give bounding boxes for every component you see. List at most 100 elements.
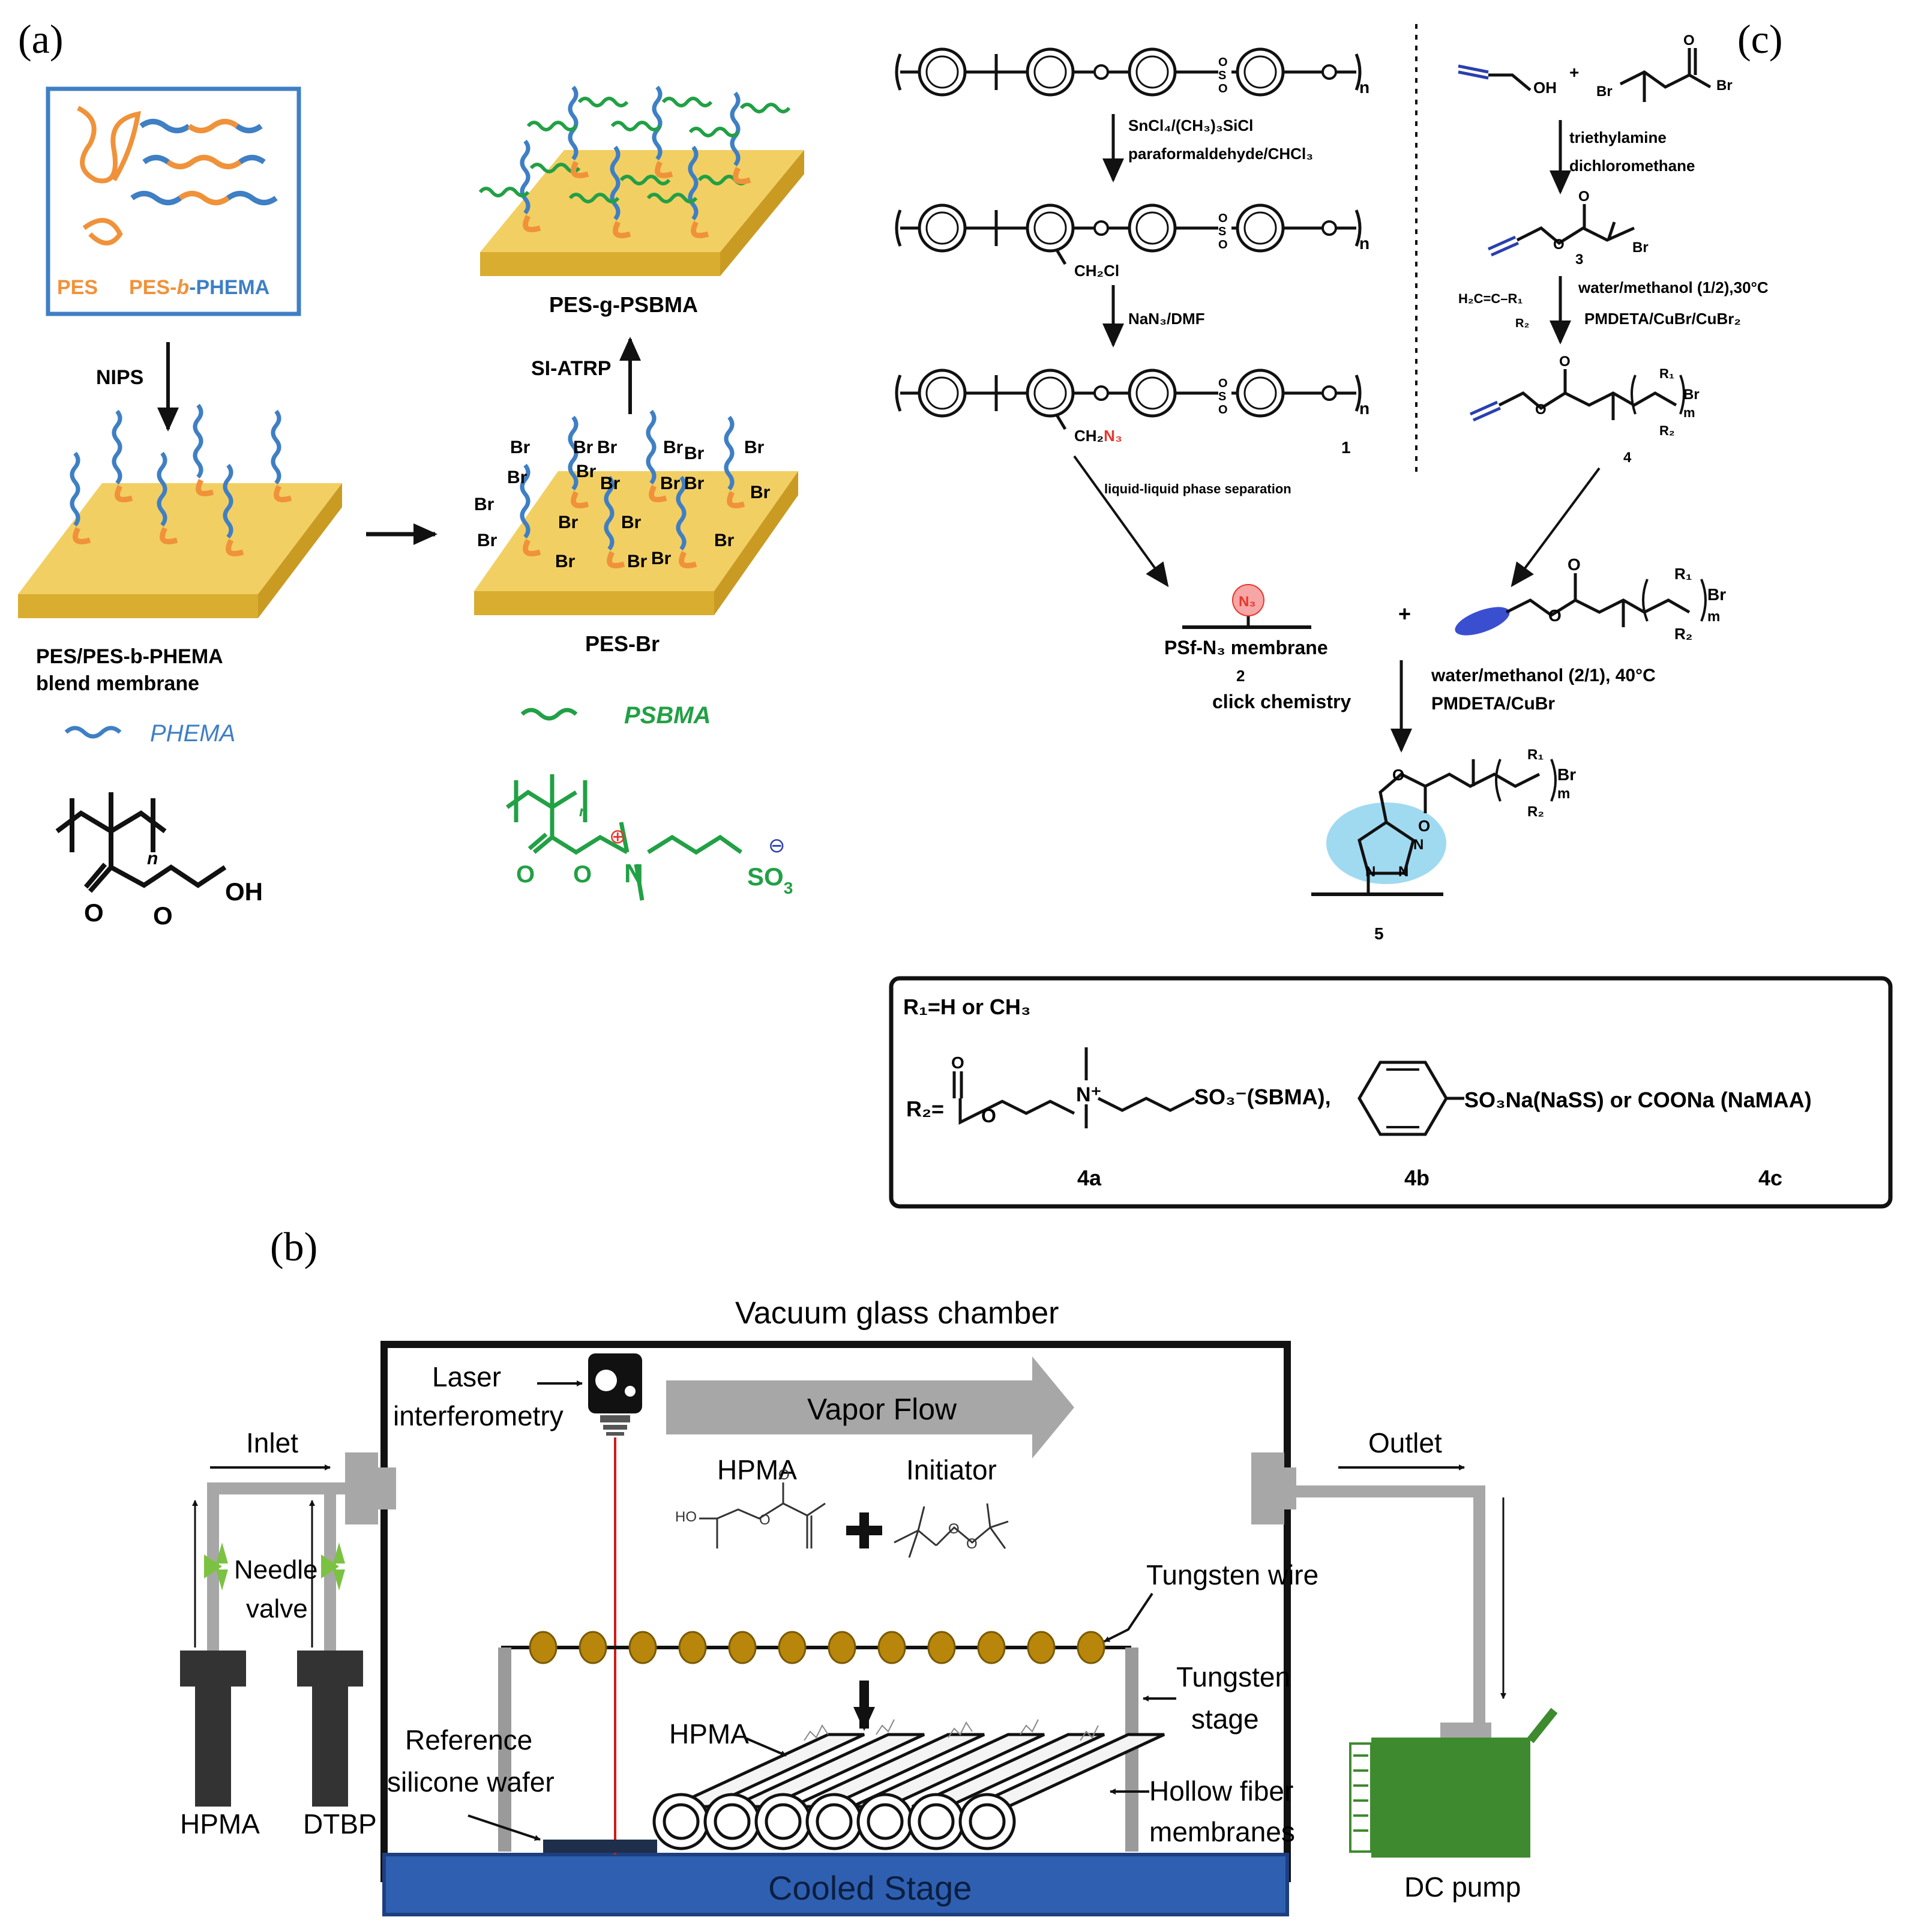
laser-interferometer [588,1353,642,1436]
azide-bead [1232,584,1264,616]
label-4a: 4a [1077,1166,1102,1190]
tungsten-stage-label-2: stage [1191,1703,1259,1735]
psbma-brushes [480,87,789,238]
pes-polymer-row-1: O S O [895,49,1362,95]
panel-a-label: (a) [18,16,63,62]
psf-n3-label: PSf-N₃ membrane [1164,637,1328,658]
psbma-legend-label: PSBMA [624,702,711,729]
styrene-ring [1357,1061,1464,1136]
sbma-label: SO₃⁻(SBMA), [1194,1085,1331,1109]
panel-c-label: (c) [1737,16,1782,62]
reference-pointer [467,1814,541,1841]
compound-3-o: O [1553,236,1565,253]
stage-post-left [498,1648,511,1852]
sbma-ester-o: O [981,1105,996,1127]
pes-coil-glyph [77,106,141,245]
phase-separation-label: liquid-liquid phase separation [1104,481,1291,496]
phema-o1: O [84,898,104,927]
si-atrp-label: SI-ATRP [531,357,611,380]
svg-text:Br: Br [750,483,771,502]
compound-3-carbonyl-o: O [1578,188,1590,205]
compound-4-o: O [1535,402,1547,418]
hpma-ester-o: O [759,1512,771,1528]
reference-label-2: silicone wafer [387,1766,555,1798]
click-reagent-1: water/methanol (2/1), 40°C [1431,666,1656,685]
panel-b: (b) Vacuum glass chamber Cooled Stage Va… [180,1224,1558,1916]
outlet-label: Outlet [1368,1427,1442,1458]
phema-n-subscript: n [147,849,158,868]
product-5-structure [1311,759,1557,896]
bromide-o: O [1683,32,1695,49]
compound-2-label: 2 [1236,667,1245,685]
product-5-r1: R₁ [1527,747,1544,763]
compound-4-label: 4 [1623,450,1632,466]
phema-legend-glyph [64,726,122,739]
psbma-legend-glyph [520,708,578,721]
sbma-carbonyl-o: O [951,1053,964,1072]
tungsten-wire-label: Tungsten wire [1146,1559,1318,1590]
cooled-stage [382,1853,1289,1916]
svg-text:S: S [1218,225,1226,238]
svg-text:Br: Br [510,438,531,457]
panel-a: (a) PES PES-b-PHEMA NIPS [18,16,804,930]
svg-text:Br: Br [684,474,705,493]
svg-text:S: S [1218,390,1226,403]
compound-4-r2: R₂ [1659,423,1675,438]
r2-prefix: R₂= [906,1097,944,1121]
hollow-fiber-label-2: membranes [1149,1816,1295,1847]
phema-oh: OH [225,877,263,906]
triazole-n3: N [1365,864,1375,880]
compound-1-label: 1 [1341,438,1351,457]
svg-text:Br: Br [621,513,642,532]
pes-g-psbma-slab [480,150,804,276]
chamber-title: Vacuum glass chamber [735,1296,1059,1331]
propargyl-alcohol [1458,64,1532,91]
pes-polymer-row-3: O S O [895,370,1362,430]
product-5-r2: R₂ [1527,804,1544,820]
reagent-1b: paraformaldehyde/CHCl₃ [1128,145,1313,163]
blend-membrane-label-line1: PES/PES-b-PHEMA [36,645,223,668]
tungsten-stage-label-1: Tungsten [1176,1661,1290,1693]
compound-3-label: 3 [1575,251,1583,268]
compound-4-to-click-arrow [1511,467,1601,588]
tungsten-beads [529,1631,1105,1664]
alkyne-polymer-br: Br [1707,585,1726,604]
psbma-structure [505,774,743,901]
compound-4-r1: R₁ [1659,366,1674,381]
propargyl-oh: OH [1533,79,1557,97]
svg-text:Br: Br [507,468,528,487]
bromide-br-right: Br [1716,77,1733,94]
hollow-fiber-membranes [652,1733,1165,1850]
atrp-reagent-2: PMDETA/CuBr/CuBr₂ [1584,310,1741,328]
blend-membrane-slab [18,483,342,618]
click-chemistry-label: click chemistry [1212,691,1351,712]
compound-4-br: Br [1683,387,1700,403]
svg-text:Br: Br [555,552,576,571]
reagent-2: NaN₃/DMF [1128,310,1205,328]
pes-polymer-row-2: O S O [895,205,1362,265]
compound-4-structure [1469,369,1685,422]
dtbp-bottle-label: DTBP [303,1808,377,1840]
phema-brushes-on-blend [72,405,292,556]
svg-text:O: O [1218,377,1228,390]
svg-text:Br: Br [600,474,621,493]
alkyne-polymer-m: m [1707,609,1720,625]
compound-4-m: m [1683,405,1695,420]
azide-bead-label: N₃ [1239,594,1255,610]
triazole-n2: N [1398,864,1408,880]
svg-text:O: O [1218,56,1228,69]
svg-text:Br: Br [474,495,495,514]
svg-text:O: O [1218,212,1228,225]
svg-text:Br: Br [714,531,735,550]
compound-5-label: 5 [1374,924,1384,943]
dtbp-bottle [297,1651,363,1807]
svg-text:O: O [1218,238,1228,251]
svg-text:Br: Br [627,552,648,571]
svg-text:Br: Br [573,438,594,457]
svg-text:Br: Br [744,438,765,457]
panel-b-label: (b) [270,1224,317,1269]
bromoisobutyryl-bromide [1619,48,1712,102]
initiator-title: Initiator [906,1454,997,1485]
tungsten-wire-pointer [1104,1592,1153,1643]
